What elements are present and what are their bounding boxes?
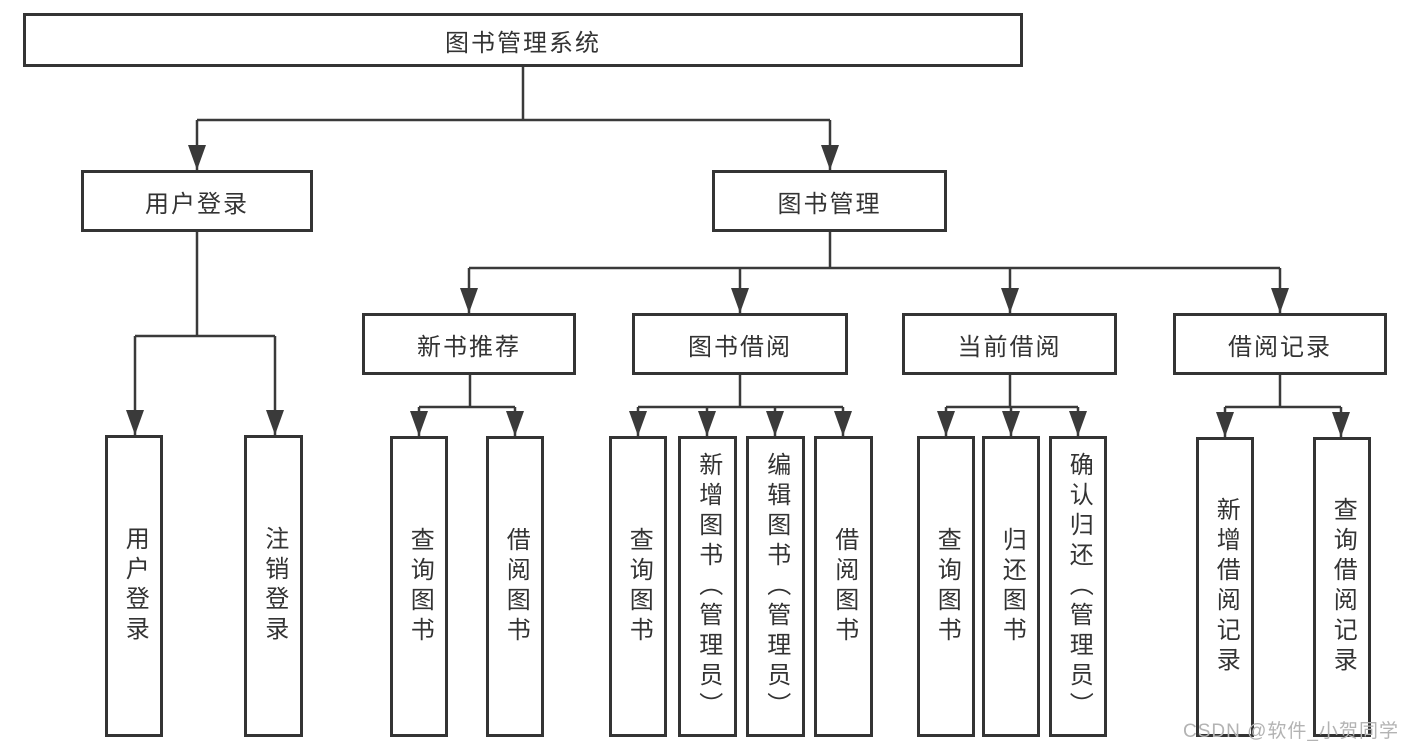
node-borrowing-add-book-admin: 新增图书（管理员） bbox=[678, 436, 737, 737]
node-login-user-login: 用户登录 bbox=[105, 435, 163, 737]
node-borrowing-borrow-book: 借阅图书 bbox=[814, 436, 873, 737]
node-book-management-label: 图书管理 bbox=[777, 190, 882, 218]
node-current-return-book: 归还图书 bbox=[982, 436, 1040, 737]
node-user-login: 用户登录 bbox=[81, 170, 313, 232]
node-current-confirm-return-admin-label: 确认归还（管理员） bbox=[1065, 451, 1093, 722]
node-book-borrowing-label: 图书借阅 bbox=[688, 333, 792, 361]
node-root: 图书管理系统 bbox=[23, 13, 1023, 67]
node-borrowing-query-book: 查询图书 bbox=[609, 436, 667, 737]
node-borrowing-add-book-admin-label: 新增图书（管理员） bbox=[694, 451, 722, 722]
node-recommend-query-book: 查询图书 bbox=[390, 436, 448, 737]
node-borrowing-edit-book-admin: 编辑图书（管理员） bbox=[746, 436, 805, 737]
node-new-book-recommend-label: 新书推荐 bbox=[417, 333, 521, 361]
node-login-logout-label: 注销登录 bbox=[260, 526, 288, 646]
node-book-borrowing: 图书借阅 bbox=[632, 313, 848, 375]
csdn-watermark: CSDN @软件_小贺同学 bbox=[1183, 721, 1399, 742]
node-current-return-book-label: 归还图书 bbox=[998, 526, 1026, 647]
node-root-label: 图书管理系统 bbox=[445, 29, 601, 57]
node-recommend-query-book-label: 查询图书 bbox=[406, 526, 434, 647]
node-borrowing-edit-book-admin-label: 编辑图书（管理员） bbox=[762, 451, 790, 722]
node-current-query-book: 查询图书 bbox=[917, 436, 975, 737]
node-current-query-book-label: 查询图书 bbox=[933, 526, 961, 647]
node-recommend-borrow-book: 借阅图书 bbox=[486, 436, 544, 737]
node-login-logout: 注销登录 bbox=[244, 435, 303, 737]
node-book-management: 图书管理 bbox=[712, 170, 947, 232]
node-current-borrowing-label: 当前借阅 bbox=[957, 333, 1062, 361]
node-borrowing-borrow-book-label: 借阅图书 bbox=[830, 526, 858, 647]
node-borrowing-records: 借阅记录 bbox=[1173, 313, 1387, 375]
node-current-confirm-return-admin: 确认归还（管理员） bbox=[1049, 436, 1107, 737]
node-records-add-record: 新增借阅记录 bbox=[1196, 437, 1254, 737]
node-login-user-login-label: 用户登录 bbox=[121, 526, 149, 646]
node-new-book-recommend: 新书推荐 bbox=[362, 313, 576, 375]
node-records-add-record-label: 新增借阅记录 bbox=[1212, 497, 1240, 677]
node-current-borrowing: 当前借阅 bbox=[902, 313, 1117, 375]
node-user-login-label: 用户登录 bbox=[145, 190, 249, 218]
node-borrowing-records-label: 借阅记录 bbox=[1228, 333, 1332, 361]
node-records-query-record: 查询借阅记录 bbox=[1313, 437, 1371, 737]
node-recommend-borrow-book-label: 借阅图书 bbox=[502, 526, 530, 647]
node-borrowing-query-book-label: 查询图书 bbox=[625, 526, 653, 647]
node-records-query-record-label: 查询借阅记录 bbox=[1329, 497, 1357, 677]
